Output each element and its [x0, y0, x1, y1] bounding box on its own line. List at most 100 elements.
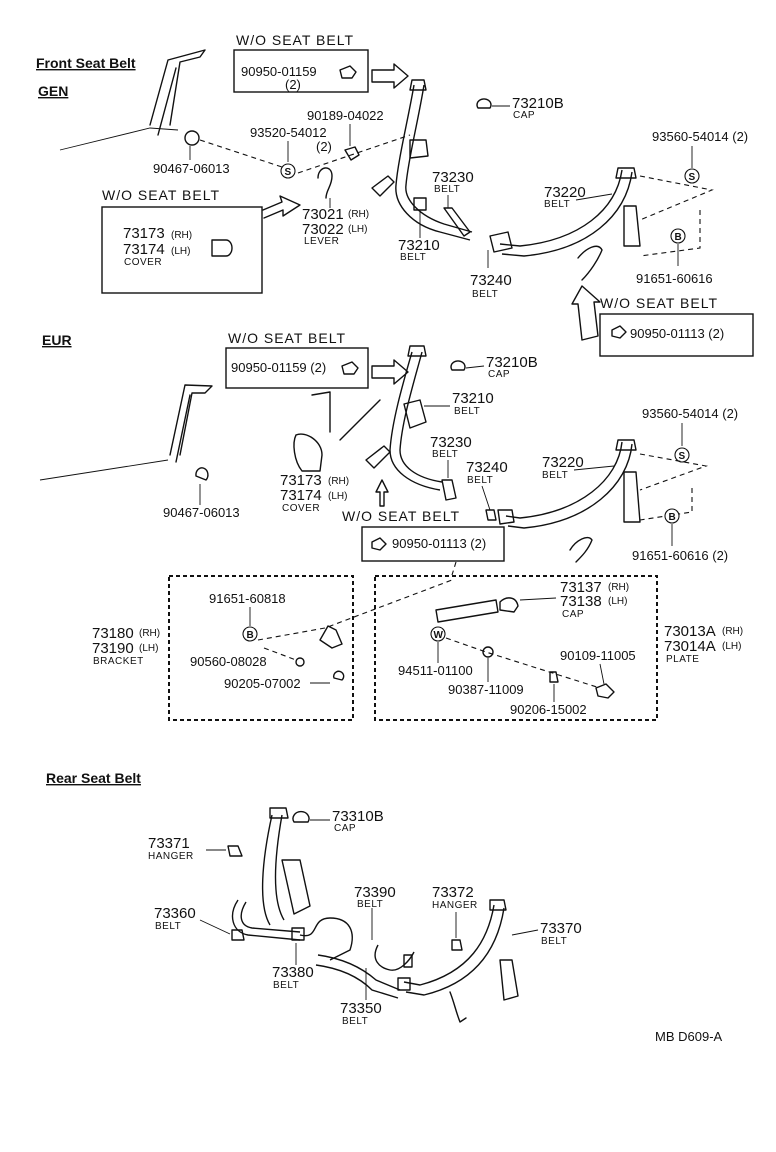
eur-90950-01159-label: 90950-01159 (2) [231, 360, 326, 375]
eur-90560-08028-label: 90560-08028 [190, 654, 267, 669]
rear-cap-caption: CAP [334, 823, 356, 834]
eur-91651-60818-label: 91651-60818 [209, 591, 286, 606]
gen-lever-group: 93520-54012 (2) S 90189-04022 73021 (RH)… [250, 108, 411, 247]
eur-73137-label: 73137 [560, 579, 602, 596]
washer-icon [295, 657, 305, 667]
gen-lever-caption: LEVER [304, 236, 339, 247]
rear-hanger-caption: HANGER [148, 851, 194, 862]
screw-s-symbol [684, 168, 700, 184]
clip-icon [344, 146, 360, 161]
gen-73220-caption: BELT [544, 199, 570, 210]
bolt-icon [339, 65, 357, 79]
eur-wo-box-2: W/O SEAT BELT 90950-01113 (2) [342, 508, 505, 576]
gen-wo-label-1: W/O SEAT BELT [236, 32, 354, 48]
eur-cap-caption-2: CAP [562, 609, 584, 620]
svg-text:(LH): (LH) [722, 641, 741, 652]
screw-s-symbol [280, 163, 296, 179]
svg-text:(LH): (LH) [348, 224, 367, 235]
retractor-icon [281, 859, 311, 915]
anchor-icon [269, 807, 289, 819]
anchor-plate-icon [365, 445, 391, 469]
rear-73380-label: 73380 [272, 964, 314, 981]
buckle-stalk-icon [443, 207, 471, 237]
svg-text:(LH): (LH) [328, 491, 347, 502]
eur-heading: EUR [42, 332, 72, 348]
gen-73021-label: 73021 [302, 206, 344, 223]
anchor-icon [407, 345, 427, 357]
eur-73190-label: 73190 [92, 640, 134, 657]
gen-73240-label: 73240 [470, 272, 512, 289]
svg-text:B: B [247, 630, 254, 641]
gen-73210b-label: 73210B [512, 95, 564, 112]
svg-text:(LH): (LH) [139, 643, 158, 654]
tongue-icon [397, 977, 411, 991]
arrow-icon [371, 63, 409, 89]
eur-73180-label: 73180 [92, 625, 134, 642]
gen-93560-54014-label: 93560-54014 (2) [652, 129, 748, 144]
bolt-b-symbol [664, 508, 680, 524]
eur-90205-07002-label: 90205-07002 [224, 676, 301, 691]
rear-73370-caption: BELT [541, 936, 567, 947]
gen-73210-caption: BELT [400, 252, 426, 263]
bolt-b-symbol [242, 626, 258, 642]
eur-90387-11009-label: 90387-11009 [448, 682, 524, 697]
gen-cap-caption: CAP [513, 110, 535, 121]
bolt-icon [611, 325, 627, 339]
spacer-icon [482, 646, 494, 658]
gen-cover-caption: COVER [124, 257, 162, 268]
eur-wo-label-1: W/O SEAT BELT [228, 330, 346, 346]
anchor-icon [231, 929, 245, 941]
arrow-up-icon [375, 479, 389, 507]
eur-cover-caption: COVER [282, 503, 320, 514]
tongue-icon [291, 927, 305, 941]
retractor-icon [403, 399, 427, 429]
eur-belt-73210: 73210 BELT [365, 345, 494, 507]
gen-73022-label: 73022 [302, 221, 344, 238]
svg-text:B: B [669, 512, 676, 523]
gen-wo-box-bolts: W/O SEAT BELT 90950-01159 (2) [233, 32, 409, 93]
eur-90467-06013-label: 90467-06013 [163, 505, 240, 520]
gen-93520-qty: (2) [316, 139, 332, 154]
buckle-icon [485, 509, 497, 521]
washer-w-symbol [430, 626, 446, 642]
belt-strap [499, 169, 623, 247]
gen-wo-box-2 [101, 206, 263, 294]
retractor-icon [499, 959, 519, 1001]
arrow-up-icon [571, 285, 601, 341]
eur-94511-01100-label: 94511-01100 [398, 663, 473, 678]
bolt-icon [595, 683, 615, 699]
eur-73240-caption: BELT [467, 475, 493, 486]
nut-icon [332, 670, 345, 681]
svg-text:(RH): (RH) [608, 582, 629, 593]
belt-strap [395, 84, 471, 241]
rear-hanger-caption-2: HANGER [432, 900, 478, 911]
eur-belt-73230-73240: 73230 BELT 73240 BELT [430, 434, 508, 521]
gen-belt-73220: 73220 BELT [489, 167, 641, 281]
eur-73013a-label: 73013A [664, 623, 716, 640]
anchor-icon [409, 79, 427, 91]
rear-73360-caption: BELT [155, 921, 181, 932]
rear-73372-label: 73372 [432, 884, 474, 901]
gen-wo-box-cover: W/O SEAT BELT 73173 (RH) 73174 (LH) COVE… [101, 187, 301, 294]
eur-90109-11005-label: 90109-11005 [560, 648, 636, 663]
eur-73173-label: 73173 [280, 472, 322, 489]
belt-strap [261, 814, 273, 926]
gen-right-fasteners: 93560-54014 (2) S B 91651-60616 [636, 129, 748, 286]
eur-bracket-box: 91651-60818 B 90560-08028 90205-07002 73… [92, 575, 453, 721]
pillar-trim-icon [149, 49, 206, 126]
gen-belt-73230: 73230 BELT [432, 169, 474, 237]
eur-cap-caption: CAP [488, 369, 510, 380]
eur-wo-box-bolts: W/O SEAT BELT 90950-01159 (2) [225, 330, 409, 389]
rear-73310b-label: 73310B [332, 808, 384, 825]
gen-90950-01159-qty: (2) [285, 77, 301, 92]
rear-73370-label: 73370 [540, 920, 582, 937]
diagram-code: MB D609-A [655, 1029, 723, 1044]
gen-belt-73210: 73210 BELT [371, 79, 473, 263]
svg-text:S: S [285, 167, 292, 178]
cap-icon [292, 810, 310, 823]
gen-73220-label: 73220 [544, 184, 586, 201]
cover-icon [293, 433, 323, 472]
plate-icon [435, 599, 499, 623]
eur-73138-label: 73138 [560, 593, 602, 610]
